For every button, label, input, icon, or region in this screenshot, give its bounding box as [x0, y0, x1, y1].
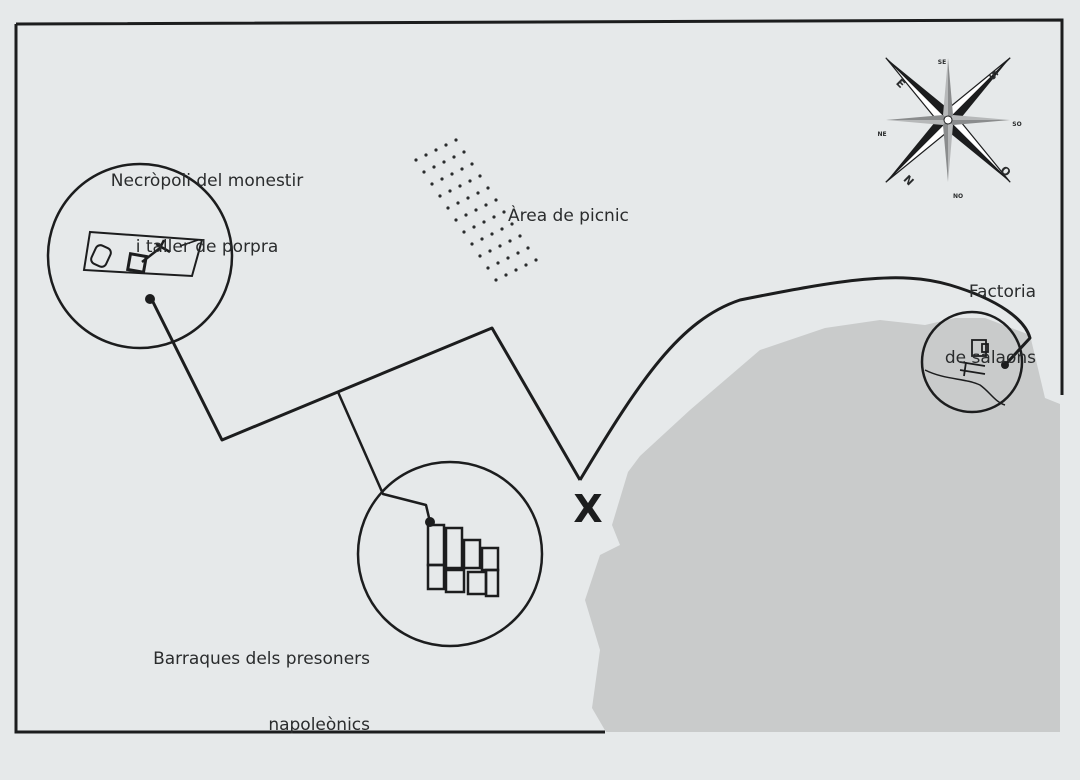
- picnic-dot: [444, 143, 448, 147]
- compass-label-west: O: [998, 164, 1014, 180]
- picnic-dot: [456, 201, 460, 205]
- picnic-dot: [462, 230, 466, 234]
- picnic-dot: [472, 225, 476, 229]
- picnic-dot: [440, 177, 444, 181]
- picnic-dot: [524, 263, 528, 267]
- barracks-dot: [425, 517, 435, 527]
- picnic-dot: [424, 153, 428, 157]
- picnic-dot: [494, 278, 498, 282]
- picnic-dot: [442, 160, 446, 164]
- compass-label-nw: NO: [953, 193, 963, 200]
- picnic-dot: [452, 155, 456, 159]
- picnic-dot: [486, 266, 490, 270]
- picnic-label: Àrea de picnic: [508, 206, 629, 226]
- sea-area: [585, 318, 1060, 732]
- picnic-dot: [422, 170, 426, 174]
- picnic-dot: [500, 227, 504, 231]
- picnic-dot: [450, 172, 454, 176]
- coastline-in-factory: [924, 369, 1006, 406]
- path-to-barracks: [336, 391, 432, 523]
- picnic-dot: [454, 218, 458, 222]
- picnic-dot: [464, 213, 468, 217]
- picnic-dot: [466, 196, 470, 200]
- barracks-label: Barraques dels presoners napoleònics: [120, 604, 370, 780]
- necropolis-label-line2: i taller de porpra: [135, 237, 279, 257]
- picnic-dot: [510, 222, 514, 226]
- you-are-here-marker: X: [573, 487, 602, 531]
- picnic-dot: [486, 186, 490, 190]
- picnic-area-dots: [414, 138, 538, 282]
- compass-label-north: N: [901, 173, 917, 189]
- picnic-dot: [490, 232, 494, 236]
- picnic-dot: [508, 239, 512, 243]
- picnic-dot: [478, 174, 482, 178]
- picnic-dot: [476, 191, 480, 195]
- picnic-dot: [506, 256, 510, 260]
- picnic-dot: [432, 165, 436, 169]
- picnic-dot: [474, 208, 478, 212]
- necropolis-dot: [145, 294, 155, 304]
- factory-label-line1: Factoria: [968, 282, 1036, 302]
- picnic-dot: [482, 220, 486, 224]
- compass-label-se: SE: [938, 59, 946, 66]
- picnic-dot: [514, 268, 518, 272]
- path-to-factory: [578, 276, 1032, 481]
- factory-dot: [1001, 361, 1009, 369]
- barracks-marker[interactable]: [356, 460, 544, 648]
- picnic-dot: [414, 158, 418, 162]
- necropolis-label-line1: Necròpoli del monestir: [110, 171, 304, 191]
- map-frame: [14, 18, 1064, 734]
- picnic-dot: [518, 234, 522, 238]
- picnic-dot: [492, 215, 496, 219]
- compass-label-sw: SO: [1012, 121, 1021, 128]
- picnic-dot: [438, 194, 442, 198]
- picnic-dot: [480, 237, 484, 241]
- picnic-dot: [534, 258, 538, 262]
- picnic-dot: [460, 167, 464, 171]
- site-map: X: [14, 18, 1064, 735]
- picnic-dot: [478, 254, 482, 258]
- factory-label-line2: de salaons: [944, 348, 1036, 368]
- picnic-dot: [494, 198, 498, 202]
- picnic-dot: [434, 148, 438, 152]
- picnic-dot: [470, 162, 474, 166]
- picnic-dot: [488, 249, 492, 253]
- map-canvas: X: [14, 18, 1064, 734]
- path-west: [150, 299, 582, 481]
- compass-label-east: E: [893, 76, 908, 91]
- compass-rose-icon: S E N O SE NE SO NO: [877, 57, 1022, 200]
- picnic-dot: [446, 206, 450, 210]
- barracks-label-line1: Barraques dels presoners: [153, 649, 370, 669]
- picnic-dot: [526, 246, 530, 250]
- picnic-dot: [448, 189, 452, 193]
- barracks-label-line2: napoleònics: [268, 715, 370, 735]
- picnic-dot: [462, 150, 466, 154]
- picnic-dot: [454, 138, 458, 142]
- factory-marker[interactable]: [920, 310, 1024, 414]
- necropolis-label: Necròpoli del monestir i taller de porpr…: [92, 126, 322, 302]
- picnic-dot: [430, 182, 434, 186]
- picnic-dot: [516, 251, 520, 255]
- compass-label-ne: NE: [877, 131, 886, 138]
- barracks-icon: [426, 523, 500, 598]
- picnic-dot: [498, 244, 502, 248]
- necropolis-marker[interactable]: [46, 162, 234, 350]
- picnic-dot: [502, 210, 506, 214]
- picnic-dot: [468, 179, 472, 183]
- factory-icon: [959, 339, 989, 377]
- factory-label: Factoria de salaons: [900, 237, 1036, 413]
- picnic-dot: [504, 273, 508, 277]
- necropolis-icon: [82, 230, 204, 278]
- picnic-dot: [470, 242, 474, 246]
- picnic-dot: [484, 203, 488, 207]
- picnic-dot: [458, 184, 462, 188]
- picnic-dot: [496, 261, 500, 265]
